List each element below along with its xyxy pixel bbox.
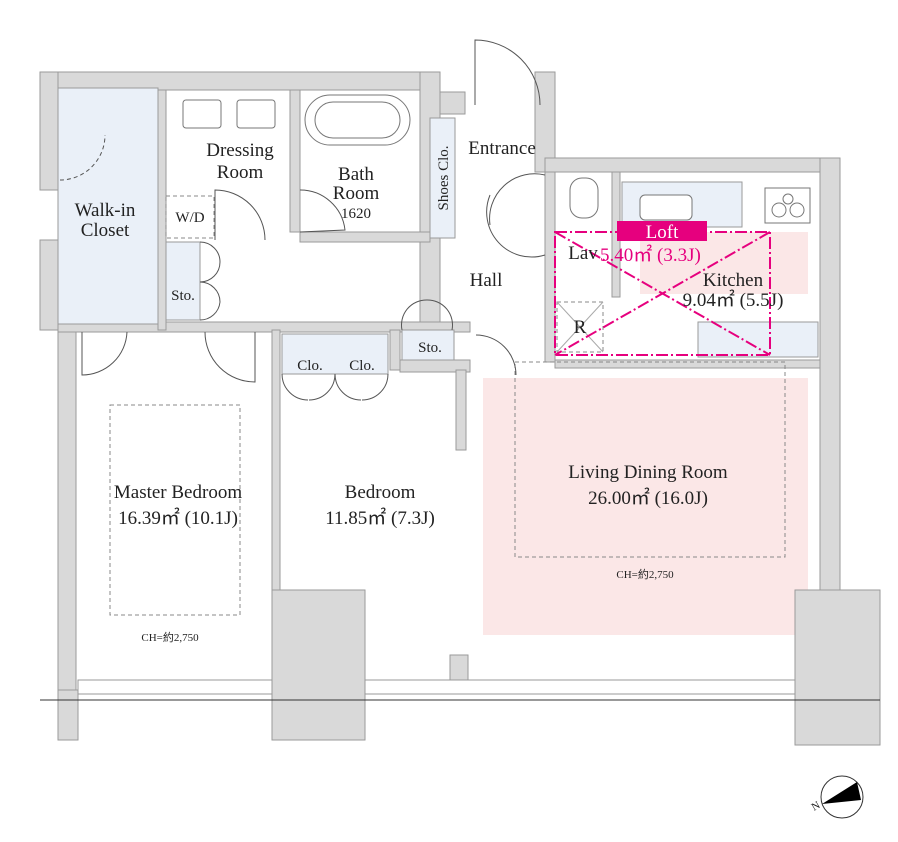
loft-area: 5.40㎡ (3.3J): [600, 243, 701, 266]
kitchen-highlight: [640, 232, 808, 294]
shoes-closet-label: Shoes Clo.: [436, 145, 452, 210]
loft-label: Loft: [646, 222, 679, 243]
hall-storage-label: Sto.: [418, 340, 442, 356]
walk-in-closet-label: Walk-in: [75, 200, 136, 221]
bath-room-label: Bath: [338, 164, 374, 185]
living-dining-label: Living Dining Room: [568, 462, 728, 483]
sink-icon: [639, 194, 693, 221]
walk-in-closet-area: [57, 87, 159, 325]
master-bedroom-ceiling: CH=約2,750: [141, 630, 199, 644]
washer-dryer-label: W/D: [175, 210, 204, 226]
kitchen-area: 9.04㎡ (5.5J): [683, 288, 784, 311]
compass-icon: N: [810, 775, 864, 819]
fixtures: [109, 94, 811, 616]
entrance-label: Entrance: [468, 138, 536, 159]
compass-north-label: N: [810, 799, 823, 813]
doors: [59, 39, 546, 401]
closet-label-1: Clo.: [297, 358, 322, 374]
stove-icon: [764, 187, 811, 224]
toilet-icon: [569, 177, 599, 219]
walls: [39, 71, 881, 746]
bath-room-size: 1620: [341, 206, 371, 222]
living-highlight: [483, 378, 808, 635]
living-dining-area: 26.00㎡ (16.0J): [588, 486, 708, 509]
master-bedroom-label: Master Bedroom: [114, 482, 242, 503]
living-dining-ceiling: CH=約2,750: [616, 567, 674, 581]
closet-label-2: Clo.: [349, 358, 374, 374]
refrigerator-label: R: [574, 317, 587, 338]
kitchen-label: Kitchen: [703, 270, 764, 291]
windows: [40, 679, 880, 701]
dressing-room-label-2: Room: [217, 162, 264, 183]
bedroom-area: 11.85㎡ (7.3J): [325, 506, 435, 529]
loft-badge: [617, 221, 707, 241]
master-bedroom-area: 16.39㎡ (10.1J): [118, 506, 238, 529]
lav-label: Lav: [568, 243, 598, 264]
dressing-room-label: Dressing: [206, 140, 274, 161]
storage-label: Sto.: [171, 288, 195, 304]
bedroom-label: Bedroom: [345, 482, 416, 503]
bath-room-label-2: Room: [333, 183, 380, 204]
walk-in-closet-label-2: Closet: [81, 220, 130, 241]
hall-label: Hall: [470, 270, 503, 291]
